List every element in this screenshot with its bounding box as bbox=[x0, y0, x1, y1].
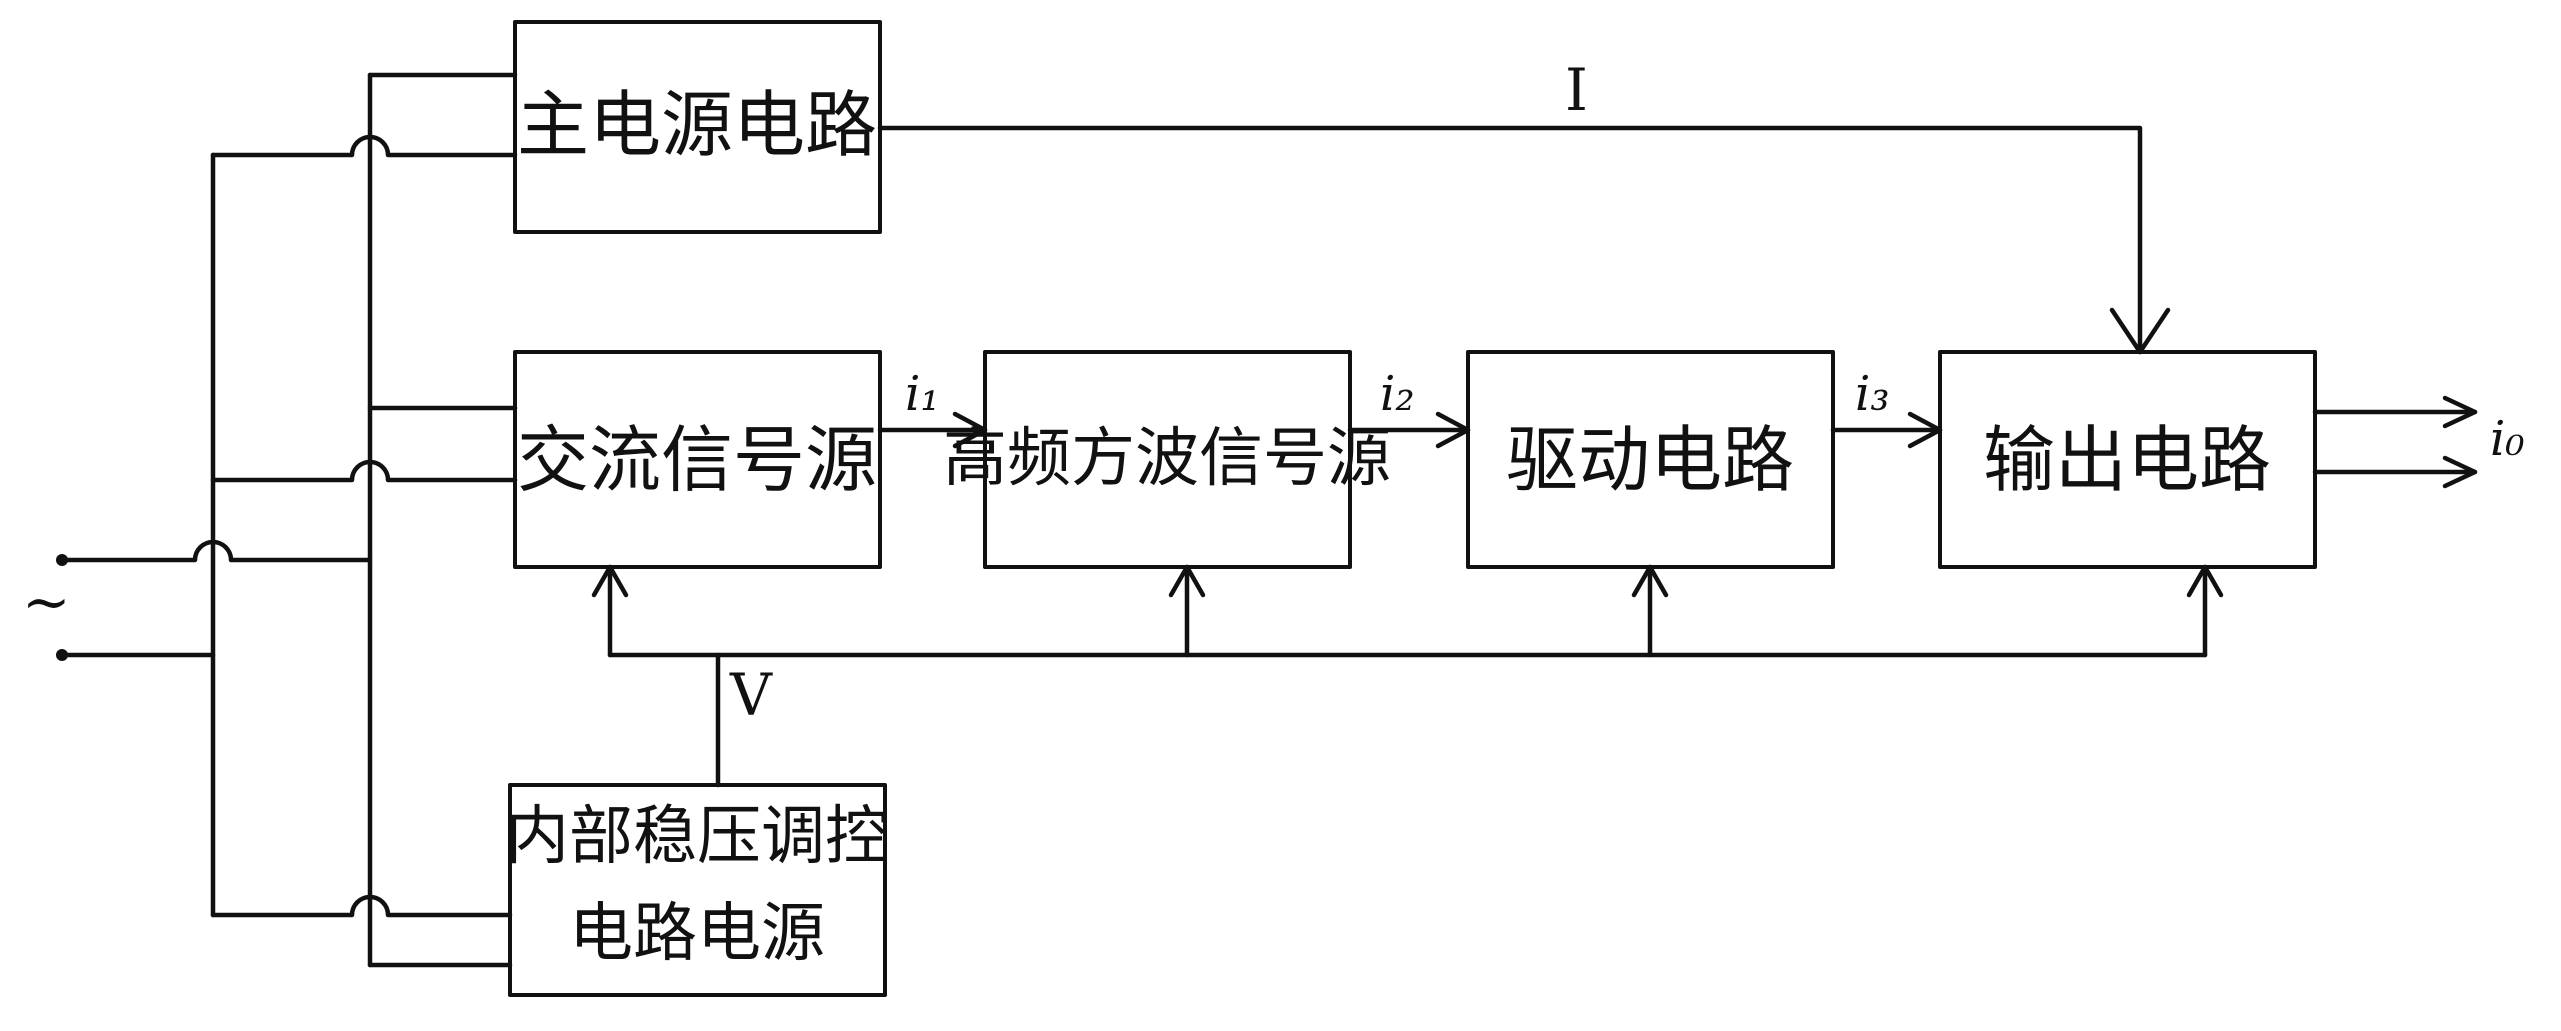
regulated-supply-bus: V bbox=[591, 564, 2224, 788]
signal-i1-label: i₁ bbox=[905, 366, 940, 422]
signal-i3-label: i₃ bbox=[1855, 366, 1890, 422]
current-path: I bbox=[877, 56, 2171, 355]
arrow-i3 bbox=[1907, 411, 1943, 449]
signal-current-label: I bbox=[1565, 56, 1588, 124]
arrow-supply-hf-square bbox=[1168, 564, 1206, 598]
label-regulator-line1: 内部稳压调控 bbox=[505, 800, 889, 874]
block-output bbox=[1938, 350, 2317, 569]
signal-voltage-label: V bbox=[729, 661, 773, 729]
block-ac-source bbox=[513, 350, 882, 569]
arrow-current-into-output bbox=[2109, 307, 2171, 355]
label-hf-square: 高频方波信号源 bbox=[943, 422, 1391, 496]
arrow-output-bottom bbox=[2442, 455, 2478, 489]
label-main-power: 主电源电路 bbox=[517, 83, 877, 167]
ac-input-terminals: ~ bbox=[22, 554, 71, 661]
arrow-supply-output bbox=[2186, 564, 2224, 598]
arrow-supply-drive bbox=[1631, 564, 1669, 598]
ac-symbol: ~ bbox=[22, 568, 71, 636]
wire-main-power-to-output bbox=[877, 125, 2143, 355]
signal-chain: i₁ i₂ i₃ bbox=[877, 366, 1943, 449]
input-bus-wires bbox=[59, 72, 518, 968]
label-drive: 驱动电路 bbox=[1506, 418, 1794, 502]
label-output: 输出电路 bbox=[1983, 418, 2271, 502]
arrow-output-top bbox=[2442, 395, 2478, 429]
arrow-i1 bbox=[952, 411, 988, 449]
label-regulator-line2: 电路电源 bbox=[569, 897, 825, 971]
wire-bus-main-power bbox=[210, 134, 518, 158]
block-hf-square bbox=[983, 350, 1352, 569]
wire-bus-regulator bbox=[210, 894, 513, 918]
signal-i2-label: i₂ bbox=[1380, 366, 1415, 422]
arrow-supply-ac-source bbox=[591, 564, 629, 598]
label-ac-source: 交流信号源 bbox=[517, 418, 877, 502]
wire-bus-ac-source bbox=[210, 459, 518, 483]
signal-io-label: i₀ bbox=[2490, 411, 2525, 467]
wire-ac-top bbox=[59, 539, 373, 563]
output-terminals: i₀ bbox=[2312, 395, 2525, 489]
block-regulator bbox=[508, 783, 887, 997]
arrow-i2 bbox=[1435, 411, 1471, 449]
